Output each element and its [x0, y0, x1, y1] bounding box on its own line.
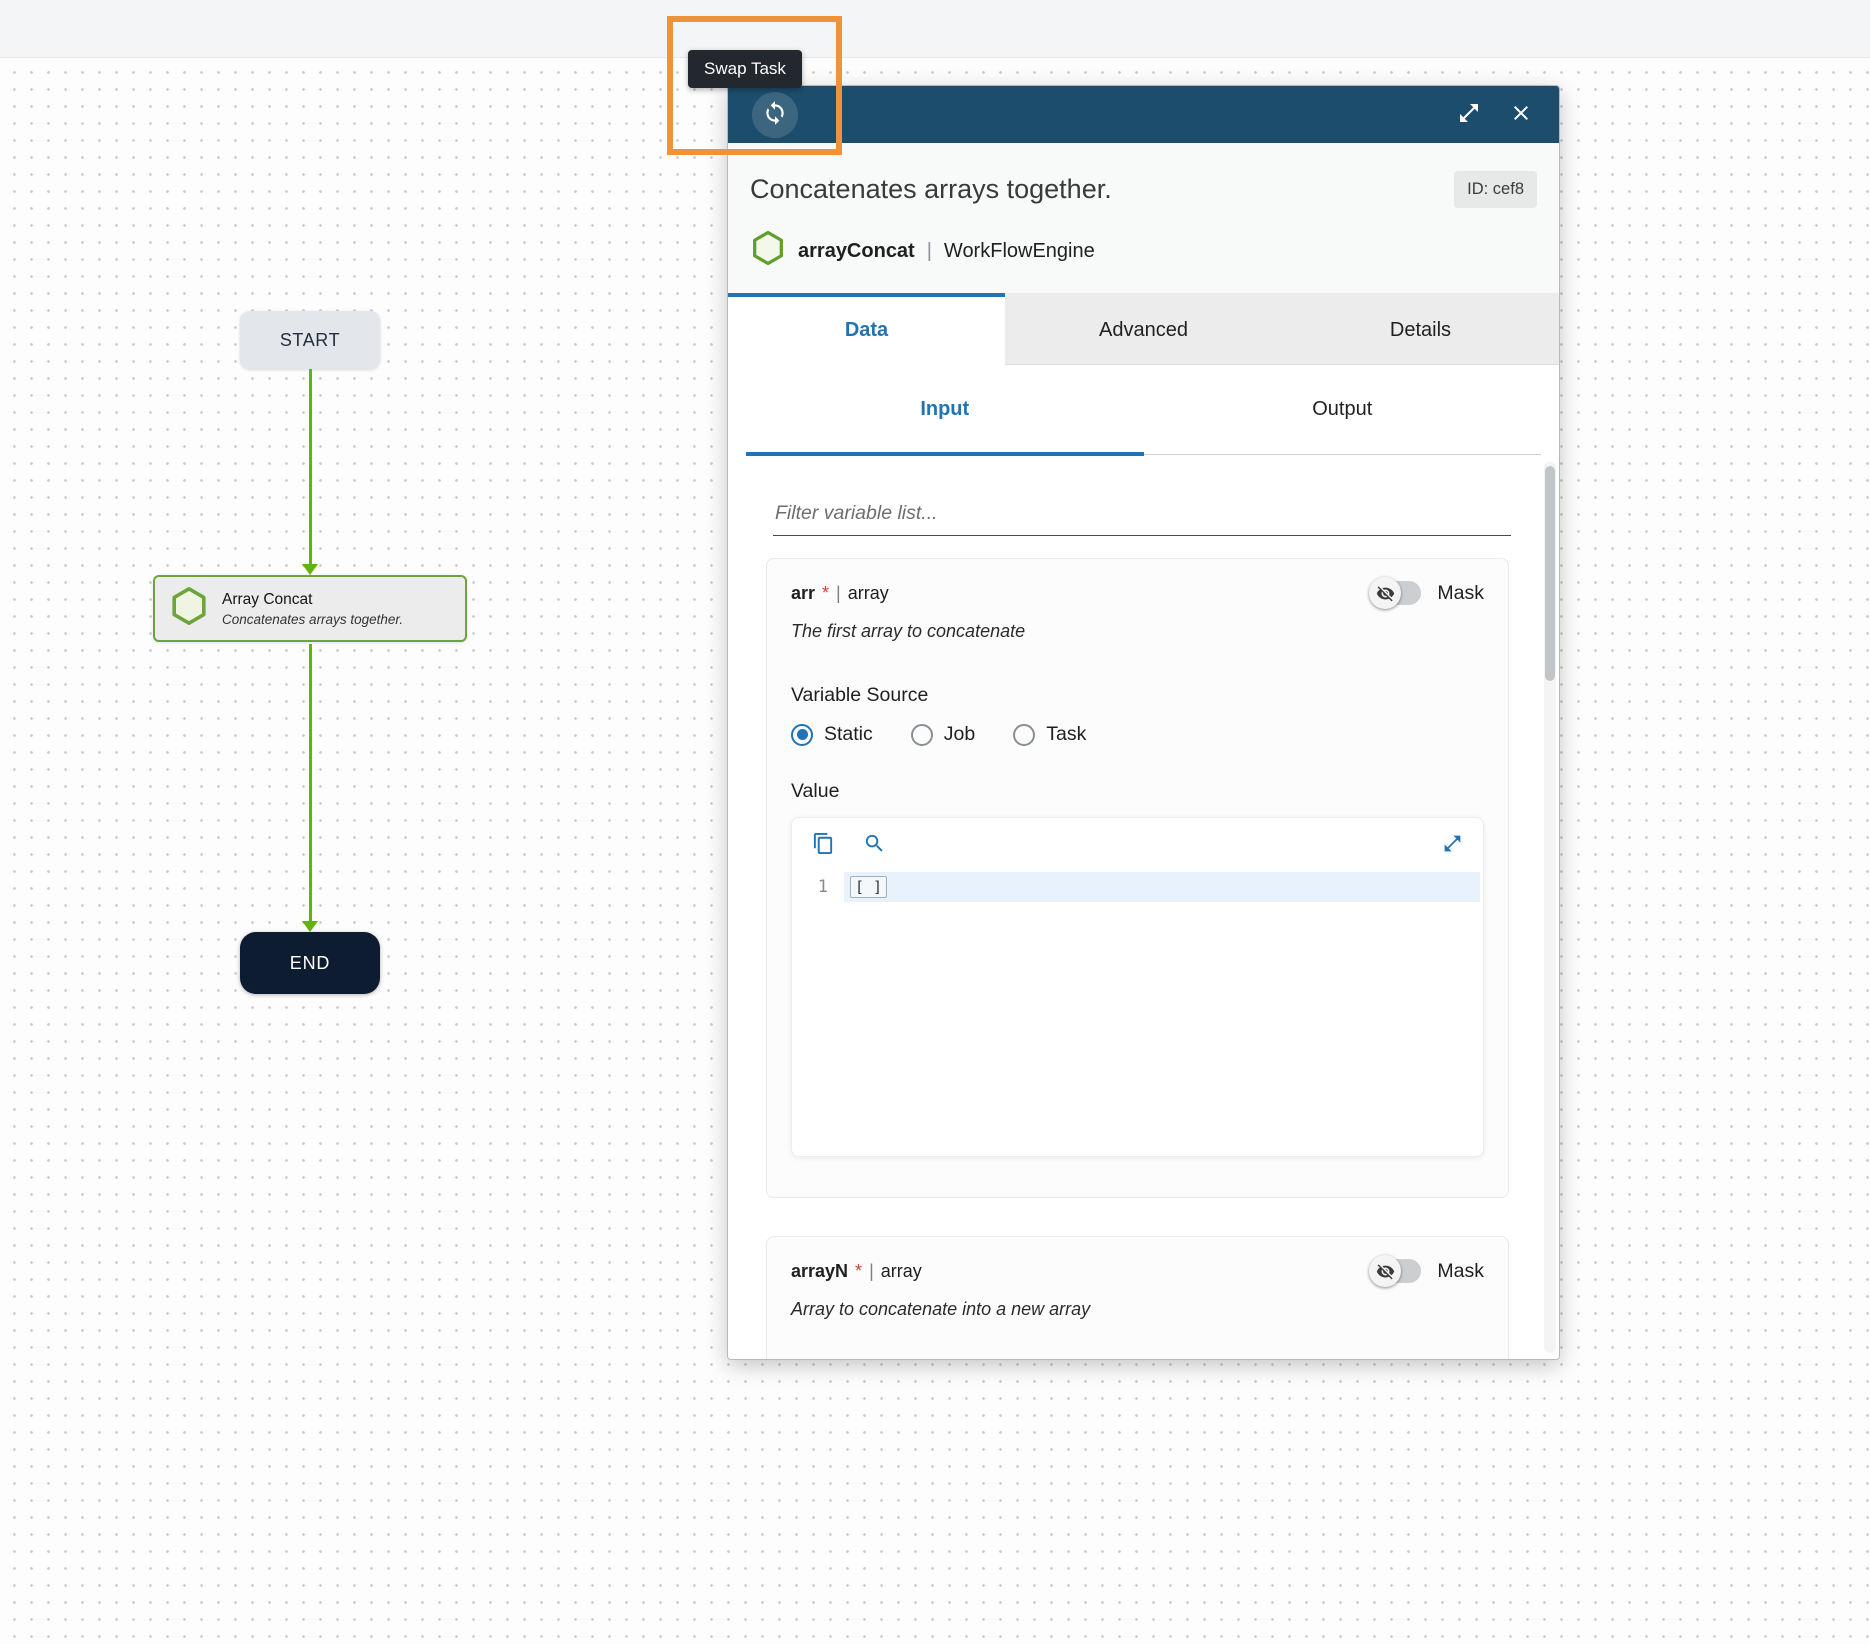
engine-name: WorkFlowEngine	[943, 239, 1095, 262]
close-icon	[1509, 101, 1533, 128]
editor-expand-button[interactable]	[1442, 833, 1463, 857]
editor-body[interactable]: 1 [ ]	[792, 872, 1483, 902]
editor-line-number: 1	[817, 877, 828, 897]
editor-code-value[interactable]: [ ]	[850, 876, 888, 898]
start-node[interactable]: START	[240, 311, 380, 369]
radio-job-label: Job	[943, 723, 976, 745]
field-type: array	[847, 582, 889, 603]
radio-static[interactable]: Static	[791, 723, 873, 746]
mask-toggle-arr[interactable]: Mask	[1369, 577, 1484, 609]
tooltip-label: Swap Task	[704, 59, 786, 78]
eye-off-icon	[1369, 577, 1402, 609]
scrollbar-thumb[interactable]	[1545, 466, 1555, 681]
task-node-title: Array Concat	[222, 590, 313, 608]
radio-button-icon[interactable]	[1013, 723, 1036, 746]
value-label: Value	[791, 780, 840, 802]
arrowhead-icon	[302, 921, 318, 932]
field-name-arr: arr * | array	[791, 583, 889, 604]
copy-button[interactable]	[812, 832, 835, 858]
expand-panel-button[interactable]	[1457, 101, 1481, 128]
variable-source-label: Variable Source	[791, 684, 929, 706]
task-node-array-concat[interactable]: Array Concat Concatenates arrays togethe…	[153, 575, 467, 642]
panel-title-section: Concatenates arrays together. ID: cef8 a…	[728, 143, 1559, 293]
top-toolbar	[0, 0, 1870, 58]
mask-toggle-track[interactable]	[1369, 577, 1422, 609]
panel-subtabs: Input Output	[746, 365, 1541, 456]
tab-data[interactable]: Data	[728, 293, 1005, 365]
search-button[interactable]	[863, 832, 886, 858]
radio-static-label: Static	[824, 723, 873, 745]
mask-label: Mask	[1437, 1259, 1484, 1282]
required-asterisk: *	[822, 582, 830, 603]
field-type: array	[880, 1260, 922, 1281]
field-name: arr	[791, 582, 816, 603]
close-panel-button[interactable]	[1509, 101, 1533, 128]
value-editor-arr[interactable]: 1 [ ]	[791, 817, 1484, 1157]
end-node[interactable]: END	[240, 932, 380, 994]
copy-icon	[812, 832, 835, 858]
edge-start-to-task	[309, 369, 312, 565]
mask-toggle-arrayN[interactable]: Mask	[1369, 1255, 1484, 1287]
edge-task-to-end	[309, 644, 312, 922]
expand-icon	[1457, 101, 1481, 128]
swap-task-tooltip: Swap Task	[688, 50, 802, 88]
sync-icon	[762, 100, 788, 129]
subtab-output[interactable]: Output	[1312, 398, 1373, 420]
radio-job[interactable]: Job	[910, 723, 976, 746]
field-card-arrayN: arrayN * | array Mask Array t	[766, 1236, 1509, 1359]
field-description: The first array to concatenate	[791, 621, 1026, 641]
task-details-panel: Concatenates arrays together. ID: cef8 a…	[727, 85, 1560, 1360]
hexagon-task-icon	[750, 230, 786, 272]
field-description: Array to concatenate into a new array	[791, 1299, 1091, 1319]
editor-active-line[interactable]: [ ]	[844, 872, 1480, 902]
panel-title: Concatenates arrays together.	[750, 174, 1112, 204]
editor-toolbar	[792, 818, 1483, 872]
task-node-text: Array Concat Concatenates arrays togethe…	[222, 591, 403, 627]
panel-content: arr * | array Mask The first	[728, 456, 1559, 1359]
radio-task-label: Task	[1046, 723, 1087, 745]
panel-tabs: Data Advanced Details	[728, 293, 1559, 365]
panel-header	[728, 86, 1559, 143]
tab-advanced[interactable]: Advanced	[1005, 293, 1282, 365]
radio-task[interactable]: Task	[1013, 723, 1086, 746]
variable-source-radios: Static Job Task	[791, 723, 1484, 746]
hexagon-task-icon	[169, 586, 209, 631]
panel-scrollbar[interactable]	[1544, 462, 1556, 1353]
swap-task-button[interactable]	[752, 91, 798, 138]
expand-icon	[1442, 833, 1463, 857]
divider: |	[926, 239, 932, 262]
required-asterisk: *	[855, 1260, 863, 1281]
start-node-label: START	[279, 329, 341, 350]
subtab-input[interactable]: Input	[746, 365, 1144, 456]
mask-toggle-track[interactable]	[1369, 1255, 1422, 1287]
mask-label: Mask	[1437, 581, 1484, 604]
search-icon	[863, 832, 886, 858]
eye-off-icon	[1369, 1255, 1402, 1287]
tab-details[interactable]: Details	[1282, 293, 1559, 365]
divider: |	[836, 582, 841, 603]
divider: |	[869, 1260, 874, 1281]
field-card-arr: arr * | array Mask The first	[766, 558, 1509, 1198]
radio-button-icon[interactable]	[910, 723, 933, 746]
panel-header-actions	[1457, 101, 1533, 128]
task-id-badge: ID: cef8	[1454, 171, 1537, 208]
task-node-subtitle: Concatenates arrays together.	[222, 611, 404, 627]
task-name: arrayConcat	[798, 239, 915, 262]
arrowhead-icon	[302, 564, 318, 575]
radio-button-icon[interactable]	[791, 723, 813, 746]
filter-variable-input[interactable]	[773, 496, 1511, 536]
field-name-arrayN: arrayN * | array	[791, 1261, 922, 1282]
field-name: arrayN	[791, 1260, 849, 1281]
end-node-label: END	[289, 952, 331, 973]
